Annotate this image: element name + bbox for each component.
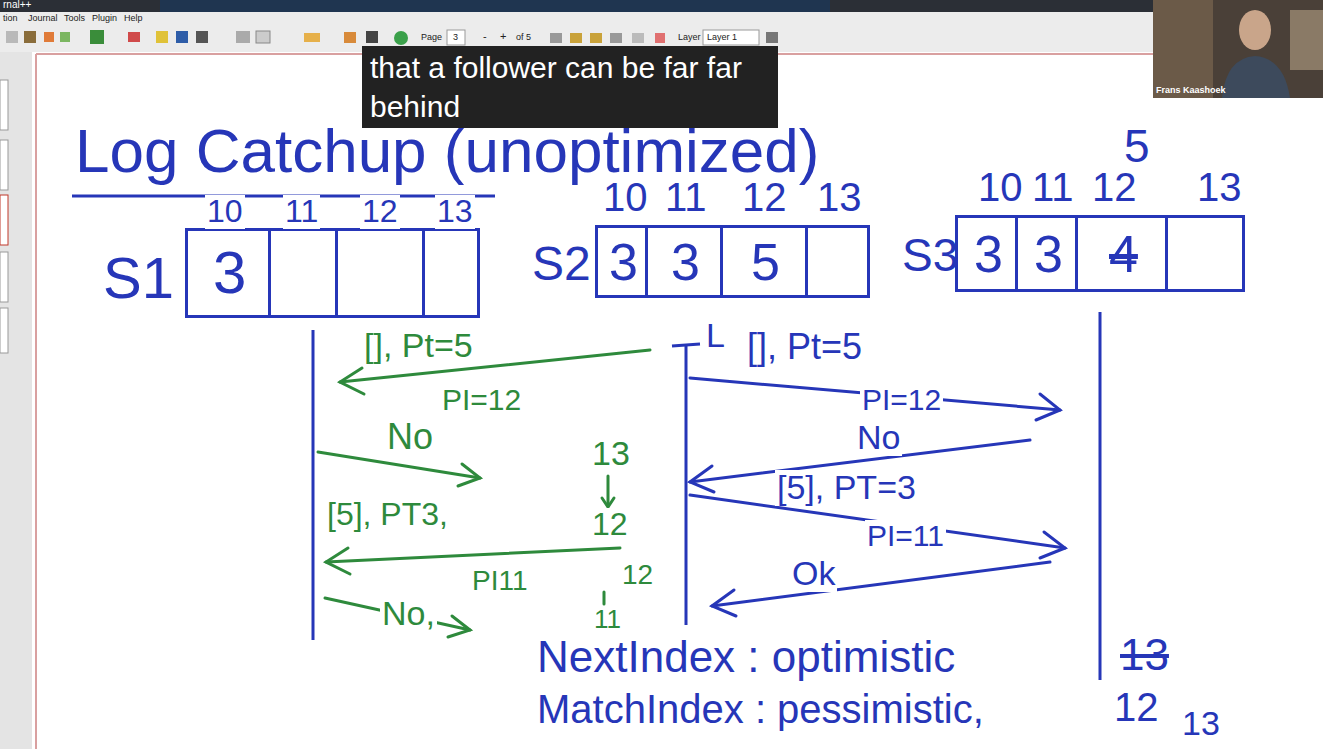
cell-divider xyxy=(645,228,648,295)
message-label: [5], PT3, xyxy=(325,498,450,532)
corrected-term: 5 xyxy=(1122,122,1152,170)
toolbar-button: + xyxy=(500,31,506,43)
toolbar-text: Page xyxy=(421,33,442,42)
webcam-frame xyxy=(1153,0,1323,98)
layer-select: Layer 1 xyxy=(707,33,737,42)
cell-divider xyxy=(268,231,271,315)
cell-divider xyxy=(422,231,425,315)
reply-label: No, xyxy=(380,596,437,632)
webcam-background xyxy=(1290,10,1323,70)
log-entry-term: 4 xyxy=(1109,228,1138,280)
log-index: 11 xyxy=(663,176,709,218)
speaker-body xyxy=(1222,56,1290,98)
log-index: 11 xyxy=(1030,166,1076,208)
window-title: rnal++ xyxy=(3,0,31,11)
video-subtitle: that a follower can be far far behind xyxy=(362,46,778,128)
toolbar-button: - xyxy=(483,31,487,43)
server-name: S3 xyxy=(902,232,958,278)
next-index: 13 xyxy=(590,436,632,472)
log-index: 12 xyxy=(360,195,400,229)
webcam-background xyxy=(1153,0,1213,98)
next-index: 12 xyxy=(620,560,655,589)
cell-divider xyxy=(335,231,338,315)
log-index: 13 xyxy=(815,176,864,218)
cell-divider xyxy=(1015,218,1018,289)
toolbar-icons xyxy=(6,30,778,45)
sidebar xyxy=(0,52,32,749)
timelines xyxy=(313,312,1100,680)
speaker-name: Frans Kaashoek xyxy=(1156,86,1226,95)
log-entry-term: 3 xyxy=(213,243,246,303)
message-label: PI=11 xyxy=(865,520,946,552)
message-label: [5], PT=3 xyxy=(775,470,918,506)
page-number: 3 xyxy=(453,33,458,42)
log-index: 10 xyxy=(601,176,650,218)
note-value: 12 xyxy=(1112,686,1161,728)
cell-divider xyxy=(1165,218,1168,289)
log-entry-term: 5 xyxy=(751,236,780,288)
cell-divider xyxy=(1075,218,1078,289)
toolbar-text: Layer xyxy=(678,33,701,42)
log-entry-term: 3 xyxy=(609,236,638,288)
reply-label: No xyxy=(385,418,435,456)
note-value: 13 xyxy=(1180,706,1222,742)
leader-mark: L xyxy=(704,318,727,354)
green-messages xyxy=(318,350,650,637)
log-array: S3334 xyxy=(955,215,1245,292)
message-label: PI=12 xyxy=(440,384,523,416)
menu-item: Plugin xyxy=(92,14,117,23)
reply-label: Ok xyxy=(790,556,837,592)
log-array: S13 xyxy=(185,228,480,318)
log-index: 12 xyxy=(1090,166,1139,208)
title-bar xyxy=(0,0,1323,12)
message-label: PI11 xyxy=(470,566,530,595)
note: MatchIndex : pessimistic, xyxy=(535,688,986,730)
log-index: 11 xyxy=(283,195,320,229)
reply-label: No xyxy=(855,420,902,456)
message-label: PI=12 xyxy=(860,384,943,416)
next-index: 11 xyxy=(592,606,623,633)
toolbar-text: of 5 xyxy=(516,33,531,42)
message-label: [], Pt=5 xyxy=(745,328,864,366)
server-name: S1 xyxy=(103,249,174,307)
page-border xyxy=(35,54,37,749)
log-index: 13 xyxy=(1195,166,1244,208)
log-entry-term: 3 xyxy=(671,236,700,288)
speaker-face xyxy=(1239,10,1271,50)
server-name: S2 xyxy=(532,240,591,288)
log-entry-term: 3 xyxy=(1034,228,1063,280)
menu-item: Tools xyxy=(64,14,85,23)
log-index: 10 xyxy=(205,195,245,229)
log-index: 10 xyxy=(976,166,1025,208)
page-thumbnails xyxy=(0,80,8,353)
menu-item: Journal xyxy=(28,14,58,23)
log-index: 13 xyxy=(435,195,475,229)
log-index: 12 xyxy=(740,176,789,218)
message-label: [], Pt=5 xyxy=(362,328,475,364)
note-value: 13 xyxy=(1118,632,1171,678)
note: NextIndex : optimistic xyxy=(535,634,957,680)
cell-divider xyxy=(805,228,808,295)
blue-messages xyxy=(690,378,1065,616)
next-index: 12 xyxy=(590,508,630,542)
log-array: S2335 xyxy=(595,225,870,298)
menu-item: Help xyxy=(124,14,143,23)
menu-item: tion xyxy=(3,14,18,23)
cell-divider xyxy=(720,228,723,295)
log-entry-term: 3 xyxy=(974,228,1003,280)
title-bar-tab xyxy=(160,0,830,12)
